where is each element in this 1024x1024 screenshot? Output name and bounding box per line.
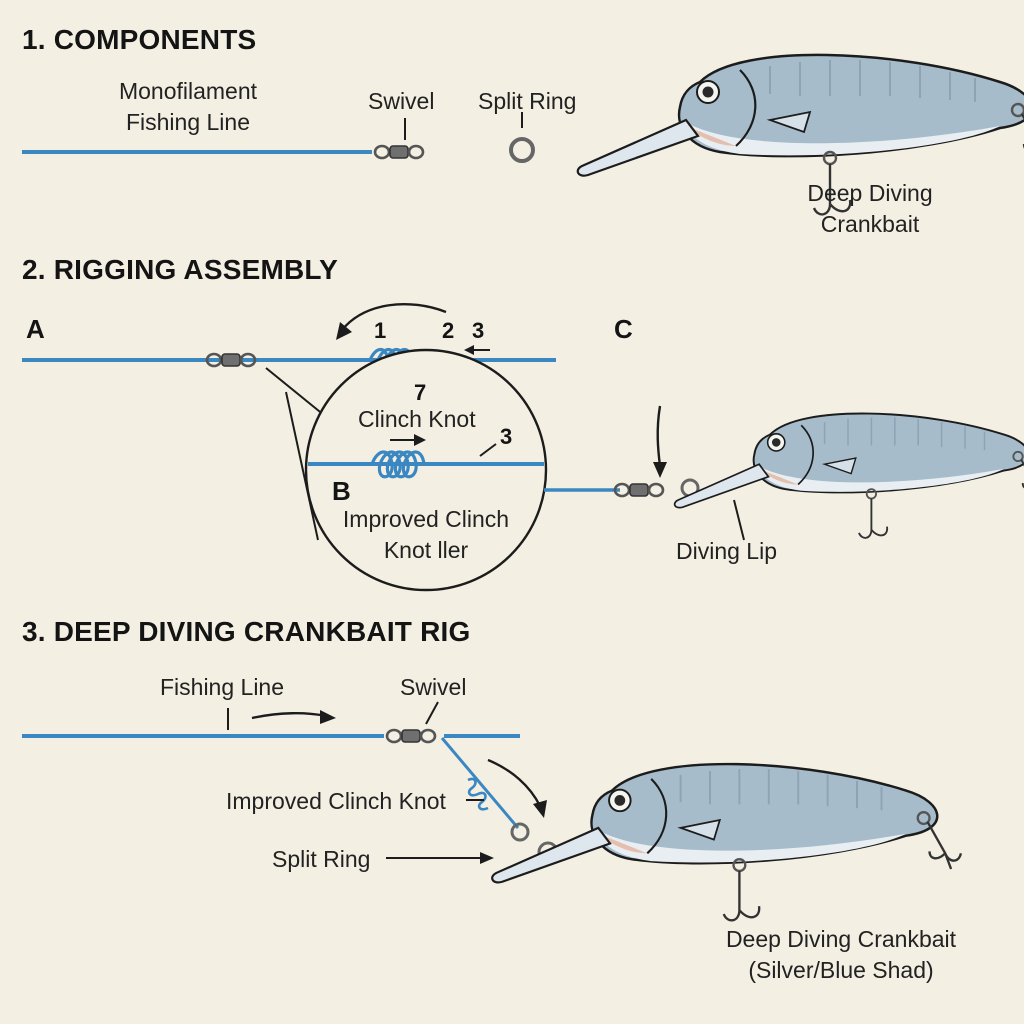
crankbait-label-line-1: Deep Diving bbox=[807, 180, 933, 206]
crankbait-illustration-3 bbox=[490, 762, 963, 922]
rig-crankbait-label: Deep Diving Crankbait (Silver/Blue Shad) bbox=[716, 924, 966, 986]
monofilament-line-label: Monofilament Fishing Line bbox=[98, 76, 278, 138]
marker-c: C bbox=[614, 314, 633, 344]
improved-clinch-knot-label: Improved Clinch Knot bbox=[226, 788, 446, 814]
rig-crankbait-line-1: Deep Diving Crankbait bbox=[725, 926, 957, 952]
marker-a: A bbox=[26, 314, 45, 344]
clinch-knot-label: Clinch Knot bbox=[358, 406, 476, 432]
swivel-label: Swivel bbox=[368, 88, 435, 114]
diving-lip-label: Diving Lip bbox=[676, 538, 777, 564]
improved-clinch-line-1: Improved Clinch bbox=[342, 506, 510, 532]
improved-clinch-line-2: Knot ller bbox=[383, 537, 469, 564]
split-ring-icon bbox=[509, 137, 535, 163]
marker-b: B bbox=[332, 476, 351, 506]
swivel-icon bbox=[373, 144, 425, 160]
section-1-heading: 1. COMPONENTS bbox=[22, 24, 257, 55]
rig-split-ring-label: Split Ring bbox=[272, 846, 371, 872]
split-ring-label: Split Ring bbox=[478, 88, 577, 114]
step-1: 1 bbox=[374, 318, 387, 343]
rig-swivel-label: Swivel bbox=[400, 674, 467, 700]
magnifier-circle bbox=[304, 348, 548, 592]
section-3-heading: 3. DEEP DIVING CRANKBAIT RIG bbox=[22, 616, 471, 647]
section-2-heading: 2. RIGGING ASSEMBLY bbox=[22, 254, 339, 285]
crankbait-illustration-2 bbox=[673, 412, 1024, 539]
step-2: 2 bbox=[442, 318, 455, 343]
monofilament-label-line-2: Fishing Line bbox=[125, 109, 251, 136]
swivel-icon bbox=[613, 482, 665, 498]
swivel-icon bbox=[385, 728, 437, 744]
crankbait-label-line-2: Crankbait bbox=[820, 211, 920, 238]
rig-crankbait-line-2: (Silver/Blue Shad) bbox=[748, 957, 934, 984]
step-3-detail: 3 bbox=[500, 424, 513, 449]
improved-clinch-label: Improved Clinch Knot ller bbox=[326, 504, 526, 566]
crankbait-label: Deep Diving Crankbait bbox=[790, 178, 950, 240]
monofilament-label-line-1: Monofilament bbox=[118, 78, 258, 104]
fishing-line-label: Fishing Line bbox=[160, 674, 285, 700]
step-3: 3 bbox=[472, 318, 485, 343]
step-7: 7 bbox=[414, 380, 427, 405]
